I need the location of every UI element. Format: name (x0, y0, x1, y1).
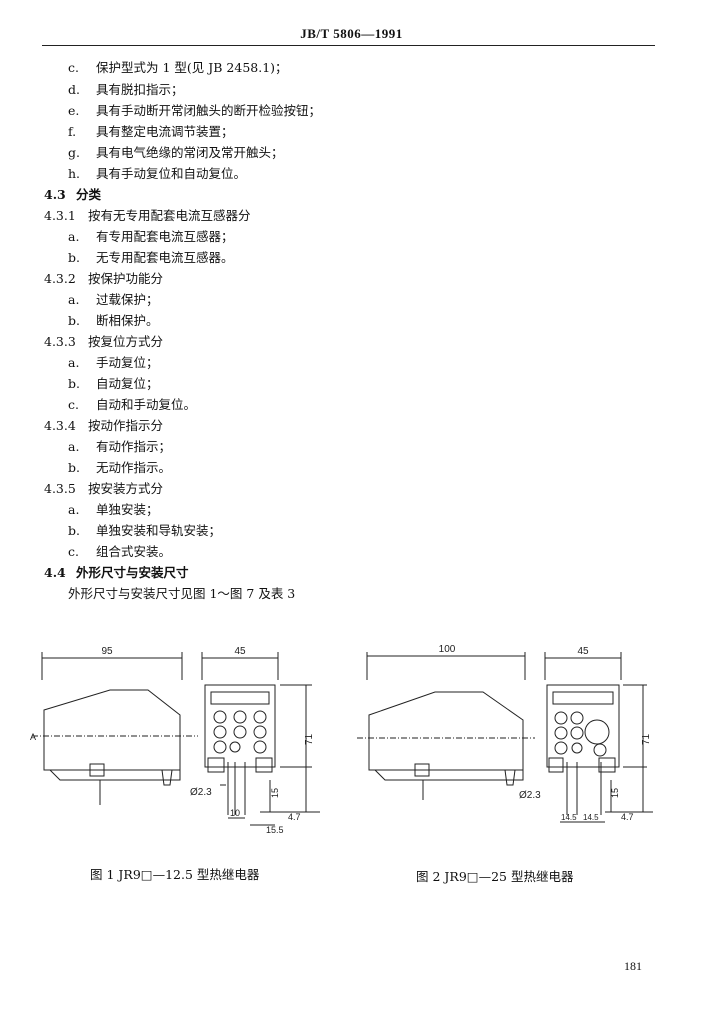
list-item: d.具有脱扣指示； (68, 82, 184, 97)
dim-diameter: Ø2.3 (190, 787, 212, 798)
list-item: f.具有整定电流调节装置； (68, 124, 234, 139)
figure-2-caption: 图 2 JR9□—25 型热继电器 (416, 869, 574, 884)
list-item: b.单独安装和导轨安装； (68, 523, 222, 538)
list-item: a.有动作指示； (68, 439, 172, 454)
list-item: a.手动复位； (68, 355, 159, 370)
dim-pitch: 10 (230, 808, 240, 818)
list-item: a.单独安装； (68, 502, 159, 517)
dim-width: 95 (101, 646, 113, 657)
list-item: g.具有电气绝缘的常闭及常开触头； (68, 145, 284, 160)
list-item: b.无动作指示。 (68, 460, 172, 475)
page-number: 181 (624, 959, 642, 973)
list-item: c.组合式安装。 (68, 544, 172, 559)
dim-pitch-2: 14.5 (583, 813, 599, 822)
list-item: a.有专用配套电流互感器； (68, 229, 234, 244)
header-rule (42, 45, 655, 46)
dim-gap: 4.7 (621, 812, 634, 822)
axis-label: A (30, 732, 36, 742)
list-item: c.自动和手动复位。 (68, 397, 197, 412)
dim-diameter: Ø2.3 (519, 790, 541, 801)
dim-pitch-1: 14.5 (561, 813, 577, 822)
body-text: 外形尺寸与安装尺寸见图 1～图 7 及表 3 (68, 586, 296, 601)
dim-span: 15.5 (266, 825, 284, 835)
list-item: b.无专用配套电流互感器。 (68, 250, 234, 265)
dim-width: 100 (439, 644, 456, 655)
list-item: e.具有手动断开常闭触头的断开检验按钮； (68, 103, 322, 118)
dim-pin: 15 (270, 788, 280, 798)
figure-2-drawing: 100 45 71 Ø2.3 15 4.7 14.5 14.5 (357, 644, 653, 823)
figure-1-drawing: 95 45 71 A Ø2.3 15 4.7 10 15.5 (30, 646, 320, 835)
list-item: a.过载保护； (68, 292, 159, 307)
list-item: c.保护型式为 1 型(见 JB 2458.1)； (68, 60, 288, 75)
dim-pin: 15 (610, 788, 620, 798)
dim-depth: 45 (234, 646, 246, 657)
dim-depth: 45 (577, 646, 589, 657)
list-item: b.自动复位； (68, 376, 159, 391)
list-item: h.具有手动复位和自动复位。 (68, 166, 247, 181)
figure-1-caption: 图 1 JR9□—12.5 型热继电器 (90, 867, 260, 882)
running-header: JB/T 5806—1991 (300, 26, 403, 41)
dim-gap: 4.7 (288, 812, 301, 822)
list-item: b.断相保护。 (68, 313, 159, 328)
dim-height: 71 (641, 733, 652, 745)
dim-height: 71 (304, 733, 315, 745)
